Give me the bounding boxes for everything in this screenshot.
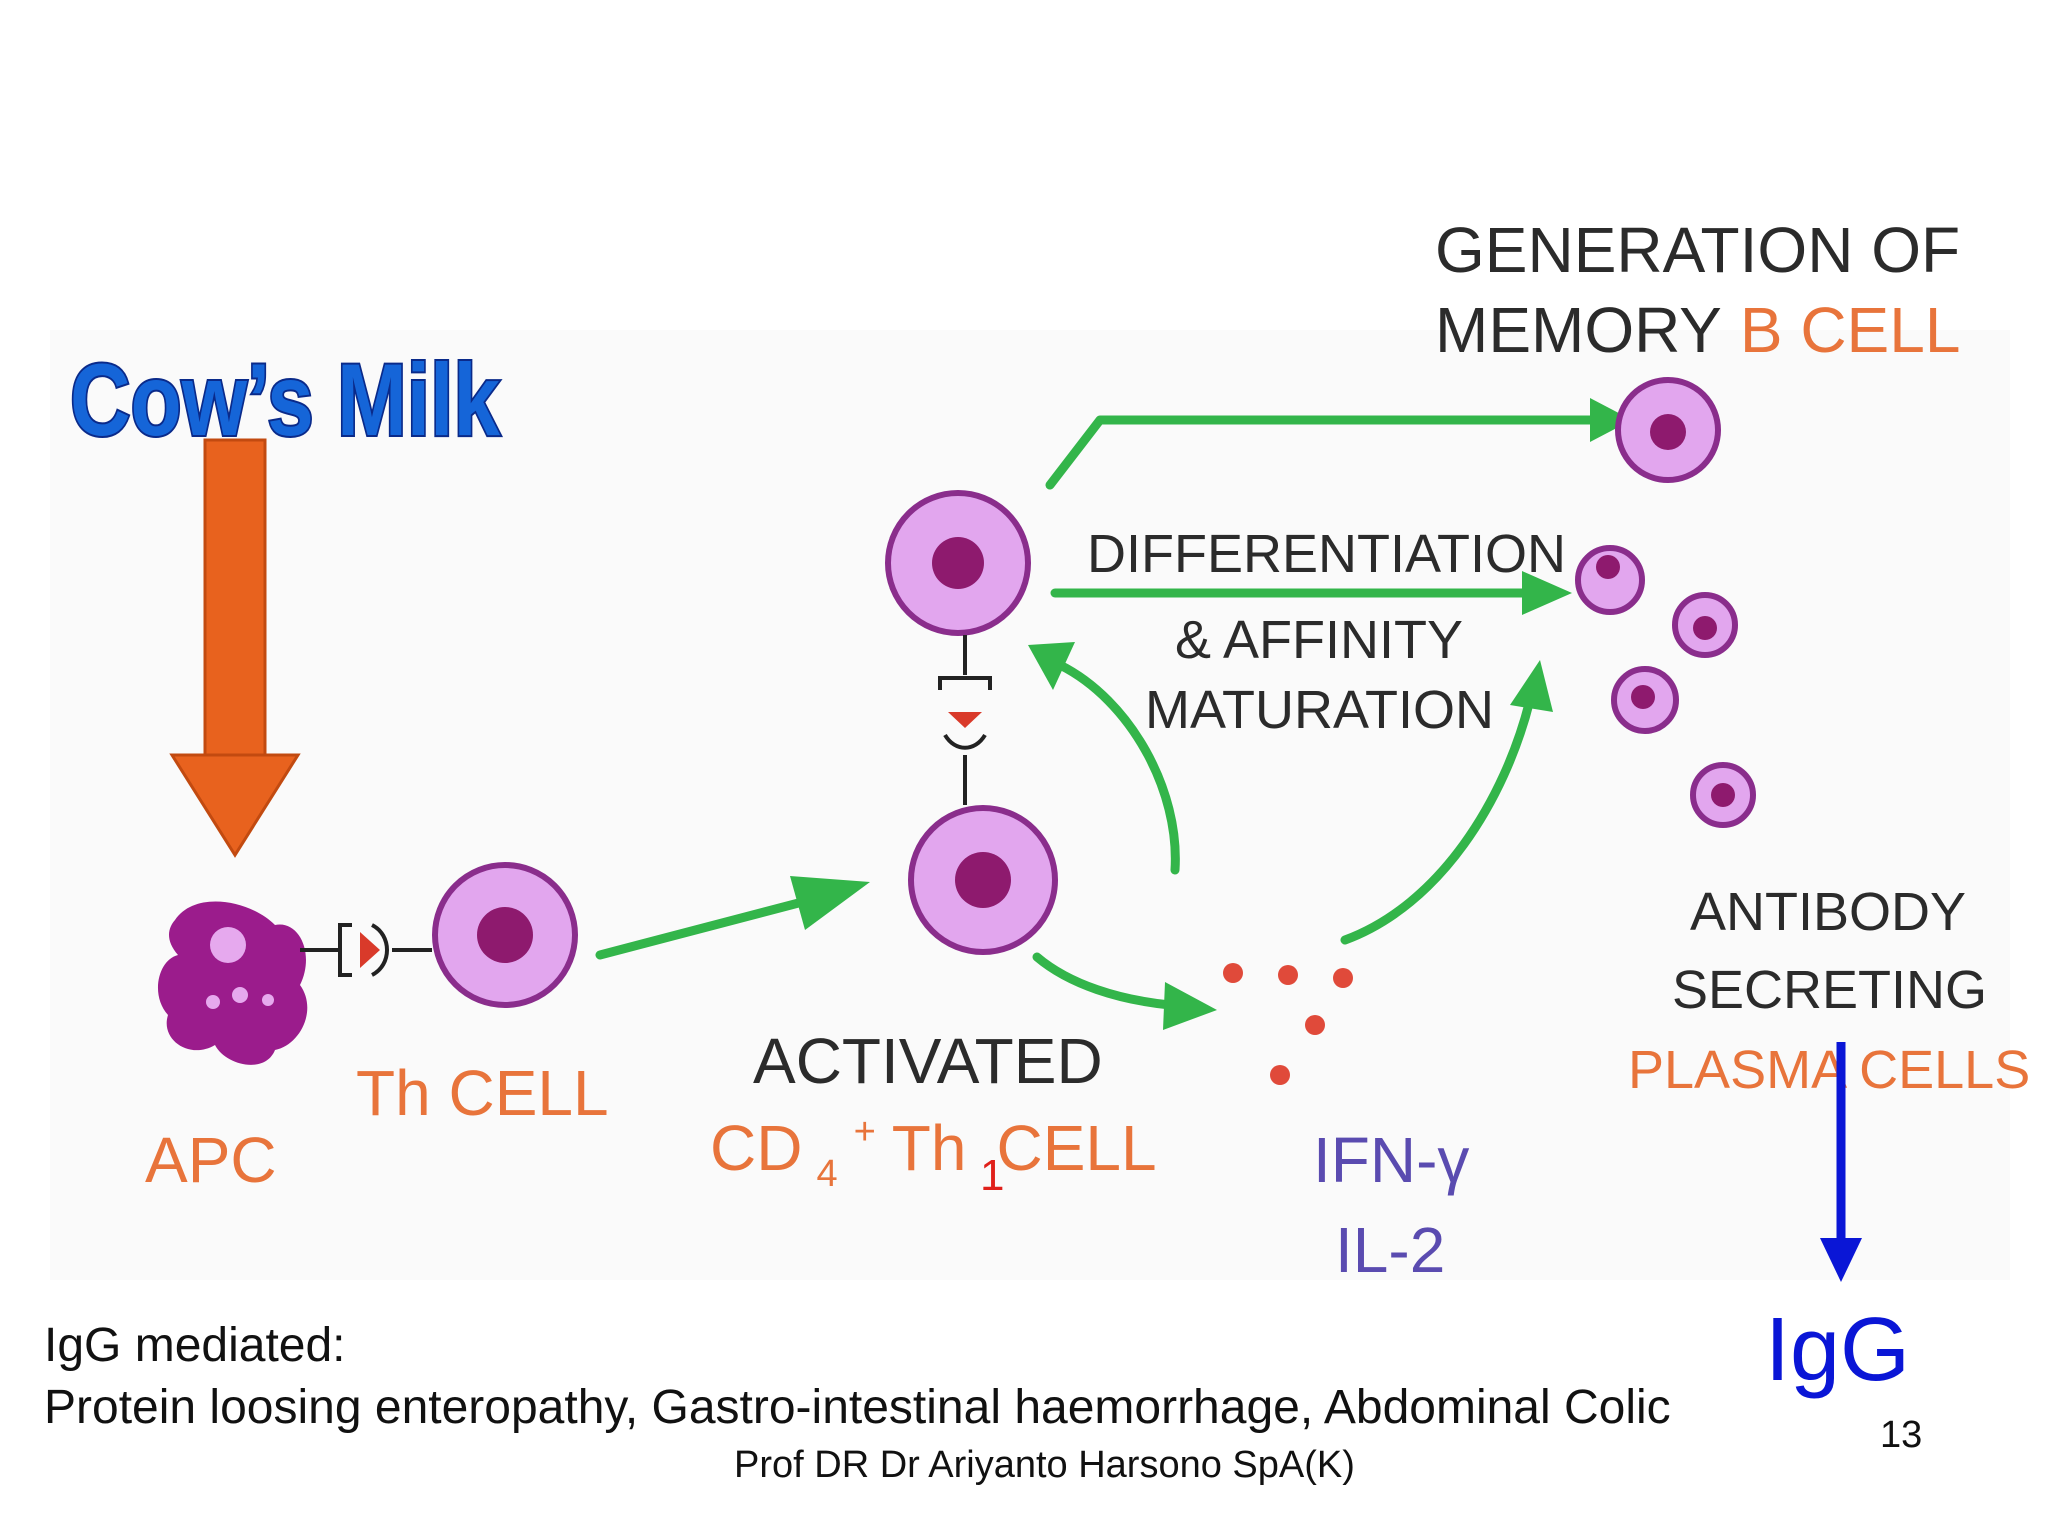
cows-milk-label: Cow’s Milk xyxy=(70,343,500,457)
apc-th-connector xyxy=(300,923,432,977)
footer-author: Prof DR Dr Ariyanto Harsono SpA(K) xyxy=(734,1444,1355,1486)
marker-number: 1 xyxy=(980,1151,1004,1200)
page-number: 13 xyxy=(1880,1414,1923,1456)
differentiation-line3: MATURATION xyxy=(1145,680,1494,740)
cytokine-dots xyxy=(1223,963,1353,1085)
activated-cd: CD xyxy=(710,1112,802,1184)
memory-word: MEMORY xyxy=(1435,294,1722,366)
igg-label: IgG xyxy=(1765,1300,1910,1400)
arrow-to-plasma xyxy=(1050,571,1572,615)
memory-b-cell-word: B CELL xyxy=(1740,294,1961,366)
activated-cell: CELL xyxy=(996,1112,1156,1184)
th-cell xyxy=(432,862,578,1008)
activated-superscript: + xyxy=(854,1111,876,1153)
antibody-line3: PLASMA CELLS xyxy=(1628,1040,2030,1100)
antibody-line2: SECRETING xyxy=(1672,960,1987,1020)
caption-conditions: Protein loosing enteropathy, Gastro-inte… xyxy=(44,1381,1671,1434)
activated-label: ACTIVATED xyxy=(753,1025,1103,1097)
activated-th-cell xyxy=(908,805,1058,955)
apc-cell xyxy=(157,901,308,1065)
arrow-to-cytokines xyxy=(1032,952,1217,1030)
differentiation-line2: & AFFINITY xyxy=(1175,610,1463,670)
b-th-connector xyxy=(938,635,992,805)
arrow-cytokines-to-plasma xyxy=(1340,660,1553,945)
caption-heading: IgG mediated: xyxy=(44,1319,346,1372)
figure-panel xyxy=(50,330,2010,1280)
source-arrow xyxy=(169,438,301,858)
plasma-cells xyxy=(1575,545,1756,828)
cytokine-line2: IL-2 xyxy=(1335,1214,1445,1286)
activated-cd4-label: CD 4 + Th CELL xyxy=(710,1111,1157,1195)
igg-arrow xyxy=(1820,1042,1862,1282)
antigen-marker-2 xyxy=(948,712,982,728)
apc-label: APC xyxy=(145,1124,277,1196)
arrow-to-memory xyxy=(1045,398,1632,490)
memory-b-cell xyxy=(1615,377,1721,483)
memory-line1: GENERATION OF xyxy=(1435,214,1960,286)
cytokine-line1: IFN-γ xyxy=(1313,1124,1469,1196)
differentiation-line1: DIFFERENTIATION xyxy=(1087,524,1566,584)
th-cell-label: Th CELL xyxy=(356,1057,609,1129)
antigen-marker xyxy=(360,932,380,968)
antibody-line1: ANTIBODY xyxy=(1690,882,1966,942)
b-cell xyxy=(885,490,1031,636)
activated-subscript: 4 xyxy=(816,1153,837,1195)
arrow-cytokines-to-b-cell xyxy=(1028,642,1180,875)
activated-th: Th xyxy=(892,1112,967,1184)
arrow-th-to-activated xyxy=(595,876,870,960)
